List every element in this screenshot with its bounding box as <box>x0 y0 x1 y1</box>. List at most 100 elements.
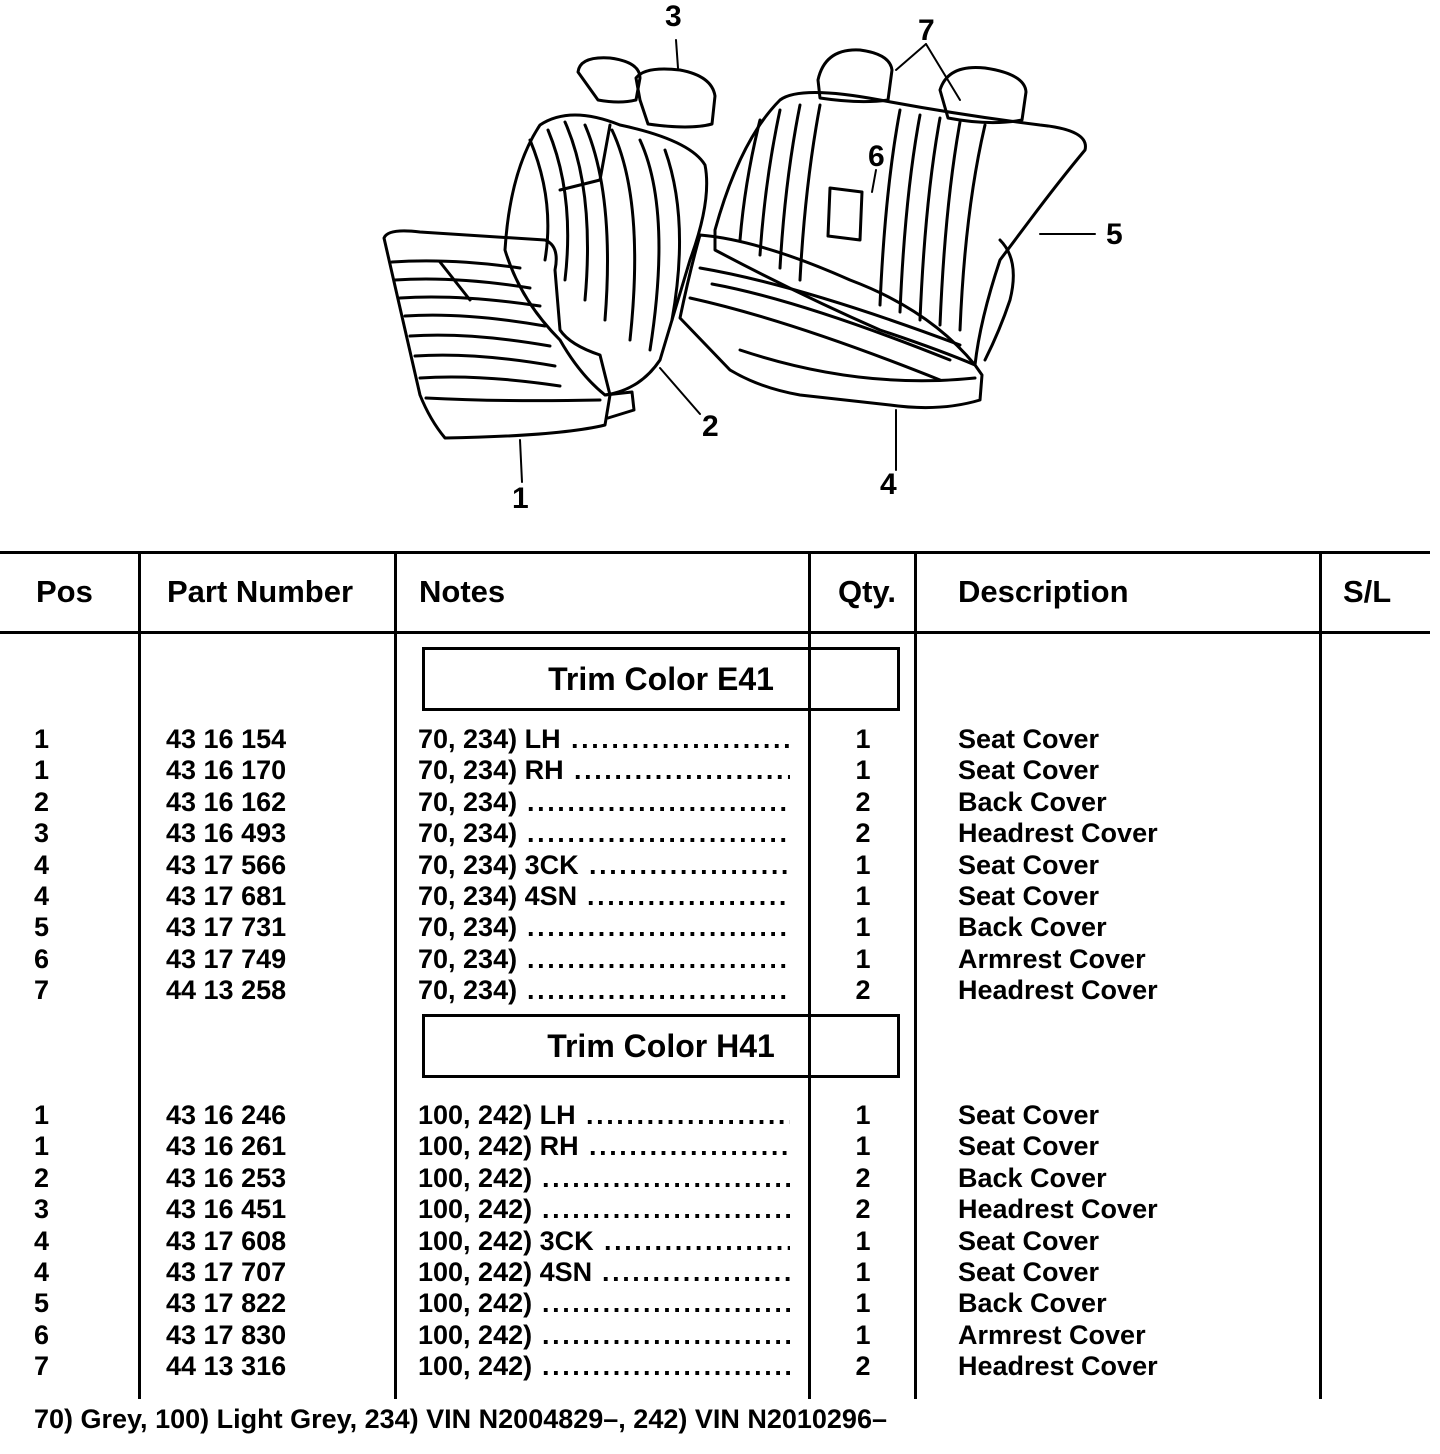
leader-dots: ........................................… <box>527 818 790 849</box>
description-cell: Back Cover <box>958 786 1107 817</box>
seat-diagram: 1 2 3 4 5 6 7 <box>0 0 1440 540</box>
qty-cell: 2 <box>855 975 871 1006</box>
part-number-cell: 43 17 731 <box>166 912 287 943</box>
part-number-cell: 43 16 170 <box>166 755 287 786</box>
callout-6: 6 <box>868 140 885 173</box>
part-number-cell: 43 16 451 <box>166 1194 287 1225</box>
notes-cell: 100, 242) <box>418 1351 533 1382</box>
seat-illustration <box>382 39 1096 483</box>
pos-cell: 3 <box>34 1194 50 1225</box>
section-title: Trim Color E41 <box>422 647 900 711</box>
qty-cell: 1 <box>855 1100 871 1130</box>
qty-cell: 1 <box>855 1319 871 1350</box>
front-seat-back <box>503 113 709 397</box>
notes-cell: 70, 234) <box>418 975 518 1006</box>
description-cell: Headrest Cover <box>958 1194 1158 1225</box>
part-number-cell: 43 16 162 <box>166 786 287 817</box>
section-title: Trim Color H41 <box>422 1014 900 1078</box>
table-row: 6 43 17 749 70, 234) 1 Armrest Cover........… <box>0 944 1440 975</box>
part-number-cell: 43 16 493 <box>166 818 287 849</box>
pos-cell: 6 <box>34 943 50 974</box>
leader-dots: ........................................… <box>527 975 790 1006</box>
notes-cell: 70, 234) <box>418 818 518 849</box>
qty-cell: 1 <box>855 755 871 786</box>
qty-cell: 1 <box>855 1288 871 1319</box>
description-cell: Back Cover <box>958 912 1107 943</box>
description-cell: Armrest Cover <box>958 1319 1146 1350</box>
column-divider <box>138 553 141 1399</box>
notes-cell: 100, 242) LH <box>418 1100 576 1130</box>
rear-headrests <box>816 48 1028 125</box>
description-cell: Seat Cover <box>958 724 1100 754</box>
part-number-cell: 43 17 707 <box>166 1257 287 1287</box>
callout-2: 2 <box>702 410 719 443</box>
notes-cell: 100, 242) <box>418 1288 533 1319</box>
pos-cell: 3 <box>34 818 50 849</box>
leader-dots: ........................................… <box>527 943 790 974</box>
header-qty: Qty. <box>838 574 896 609</box>
leader-dots: ........................................… <box>542 1351 790 1382</box>
pos-cell: 1 <box>34 1100 50 1130</box>
notes-cell: 100, 242) 3CK <box>418 1225 594 1256</box>
part-number-cell: 43 17 681 <box>166 881 287 911</box>
notes-cell: 70, 234) LH <box>418 724 561 754</box>
part-number-cell: 44 13 258 <box>166 975 287 1006</box>
rear-bench-back <box>713 91 1087 367</box>
notes-cell: 100, 242) RH <box>418 1131 579 1162</box>
qty-cell: 1 <box>855 1225 871 1256</box>
description-cell: Armrest Cover <box>958 943 1146 974</box>
description-cell: Back Cover <box>958 1288 1107 1319</box>
description-cell: Seat Cover <box>958 1257 1100 1287</box>
part-number-cell: 43 17 822 <box>166 1288 287 1319</box>
part-number-cell: 43 17 749 <box>166 943 287 974</box>
qty-cell: 2 <box>855 1162 871 1193</box>
qty-cell: 1 <box>855 943 871 974</box>
callout-7: 7 <box>918 14 935 47</box>
qty-cell: 1 <box>855 849 871 880</box>
armrest-outline <box>826 186 864 242</box>
notes-cell: 70, 234) 3CK <box>418 849 579 880</box>
qty-cell: 1 <box>855 881 871 911</box>
description-cell: Headrest Cover <box>958 818 1158 849</box>
qty-cell: 1 <box>855 1257 871 1287</box>
column-divider <box>808 553 811 1399</box>
notes-cell: 70, 234) RH <box>418 755 564 786</box>
callout-3: 3 <box>665 0 682 33</box>
description-cell: Seat Cover <box>958 1100 1100 1130</box>
notes-cell: 70, 234) <box>418 943 518 974</box>
leader-dots: ........................................… <box>542 1319 790 1350</box>
pos-cell: 4 <box>34 881 50 911</box>
pos-cell: 1 <box>34 755 50 786</box>
pos-cell: 2 <box>34 1162 50 1193</box>
description-cell: Headrest Cover <box>958 1351 1158 1382</box>
pos-cell: 2 <box>34 786 50 817</box>
leader-dots: ........................................… <box>571 724 790 754</box>
header-sl: S/L <box>1343 574 1392 609</box>
notes-cell: 100, 242) <box>418 1319 533 1350</box>
description-cell: Seat Cover <box>958 1131 1100 1162</box>
description-cell: Seat Cover <box>958 849 1100 880</box>
front-headrest <box>576 56 717 129</box>
qty-cell: 1 <box>855 912 871 943</box>
leader-dots: ........................................… <box>542 1162 790 1193</box>
pos-cell: 7 <box>34 1351 50 1382</box>
description-cell: Headrest Cover <box>958 975 1158 1006</box>
header-description: Description <box>958 574 1129 609</box>
notes-cell: 70, 234) 4SN <box>418 881 578 911</box>
notes-cell: 70, 234) <box>418 786 518 817</box>
pos-cell: 4 <box>34 1257 50 1287</box>
pos-cell: 4 <box>34 849 50 880</box>
leader-dots: ........................................… <box>589 849 790 880</box>
